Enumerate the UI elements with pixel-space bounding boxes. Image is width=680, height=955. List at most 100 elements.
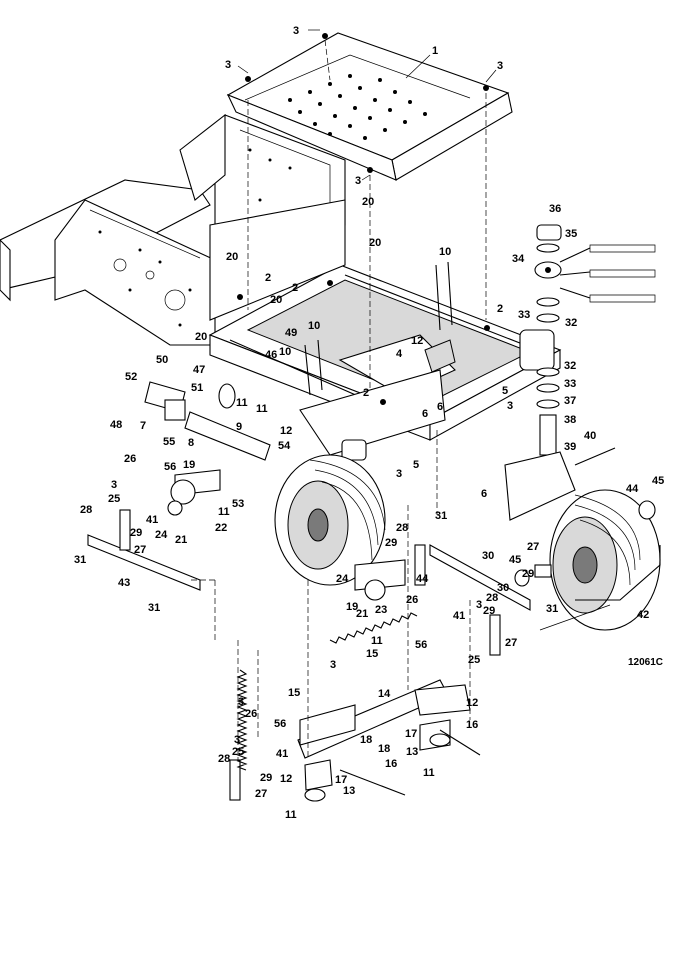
callout: 49 [285,327,297,339]
callout: 16 [385,758,397,770]
callout: 31 [546,603,558,615]
callout: 10 [279,346,291,358]
callout: 33 [518,309,530,321]
callout: 20 [362,196,374,208]
callout: 54 [278,440,291,452]
callout: 34 [512,253,525,265]
callout: 52 [125,371,137,383]
callout: 29 [385,537,397,549]
callout: 12 [411,335,423,347]
callout: 31 [148,602,160,614]
callout: 30 [482,550,494,562]
callout: 37 [564,395,576,407]
callout: 3 [238,696,244,708]
caster-assembly-right [504,224,661,631]
callout: 14 [378,688,391,700]
callout: 3 [234,734,240,746]
callout: 24 [155,529,168,541]
callout: 1 [432,45,438,57]
callout: 11 [218,506,230,518]
callout: 2 [265,272,271,284]
callout: 41 [276,748,288,760]
callout: 27 [255,788,267,800]
callout: 7 [140,420,146,432]
callout: 6 [437,401,443,413]
callout: 17 [405,728,417,740]
callout: 3 [497,60,503,72]
callout: 11 [256,403,268,415]
callout: 46 [265,349,277,361]
callout: 2 [497,303,503,315]
callout: 12 [280,425,292,437]
callout: 6 [422,408,428,420]
callout: 27 [505,637,517,649]
callout: 20 [369,237,381,249]
linkage-drawing [87,381,531,802]
callout: 9 [236,421,242,433]
callout: 22 [215,522,227,534]
callout: 15 [366,648,378,660]
callout: 26 [124,453,136,465]
callout: 30 [497,582,509,594]
callout: 28 [80,504,92,516]
callout: 23 [375,604,387,616]
callout: 29 [522,568,534,580]
callout: 13 [406,746,418,758]
callout: 28 [396,522,408,534]
callout: 47 [193,364,205,376]
callout: 3 [507,400,513,412]
callout: 24 [336,573,349,585]
callout: 12 [280,773,292,785]
callout: 29 [260,772,272,784]
callout: 25 [232,746,244,758]
callout: 3 [111,479,117,491]
callout: 48 [110,419,122,431]
callout: 32 [565,317,577,329]
callout: 17 [335,774,347,786]
callout: 20 [226,251,238,263]
callout: 5 [413,459,419,471]
callout: 11 [423,767,435,779]
callout: 45 [652,475,664,487]
springs-drawing [236,612,481,796]
callout: 29 [483,605,495,617]
callout: 8 [188,437,194,449]
callout: 40 [584,430,596,442]
callout: 41 [146,514,158,526]
callout: 45 [509,554,521,566]
callout: 21 [356,608,368,620]
callout: 2 [292,282,298,294]
callout: 6 [481,488,487,500]
callout: 3 [476,599,482,611]
callout: 44 [626,483,639,495]
callout: 3 [396,468,402,480]
callout: 29 [130,527,142,539]
callout: 3 [355,175,361,187]
leader-lines [190,29,611,760]
callout: 43 [118,577,130,589]
callout: 41 [453,610,465,622]
callout: 56 [274,718,286,730]
callout-labels: 3 3 1 3 3 20 20 20 36 35 34 10 2 2 20 2 … [74,25,664,821]
callout: 32 [564,360,576,372]
callout: 36 [549,203,561,215]
callout: 16 [466,719,478,731]
callout: 5 [502,385,508,397]
callout: 53 [232,498,244,510]
callout: 42 [637,609,649,621]
callout: 18 [378,743,390,755]
callout: 26 [406,594,418,606]
callout: 19 [183,459,195,471]
callout: 11 [285,809,297,821]
callout: 27 [134,544,146,556]
seat-pan-drawing [226,32,513,181]
callout: 2 [363,387,369,399]
callout: 28 [486,592,498,604]
callout: 31 [435,510,447,522]
callout: 28 [218,753,230,765]
callout: 33 [564,378,576,390]
main-frame-drawing [208,199,562,456]
callout: 10 [308,320,320,332]
callout: 11 [371,635,383,647]
callout: 55 [163,436,175,448]
